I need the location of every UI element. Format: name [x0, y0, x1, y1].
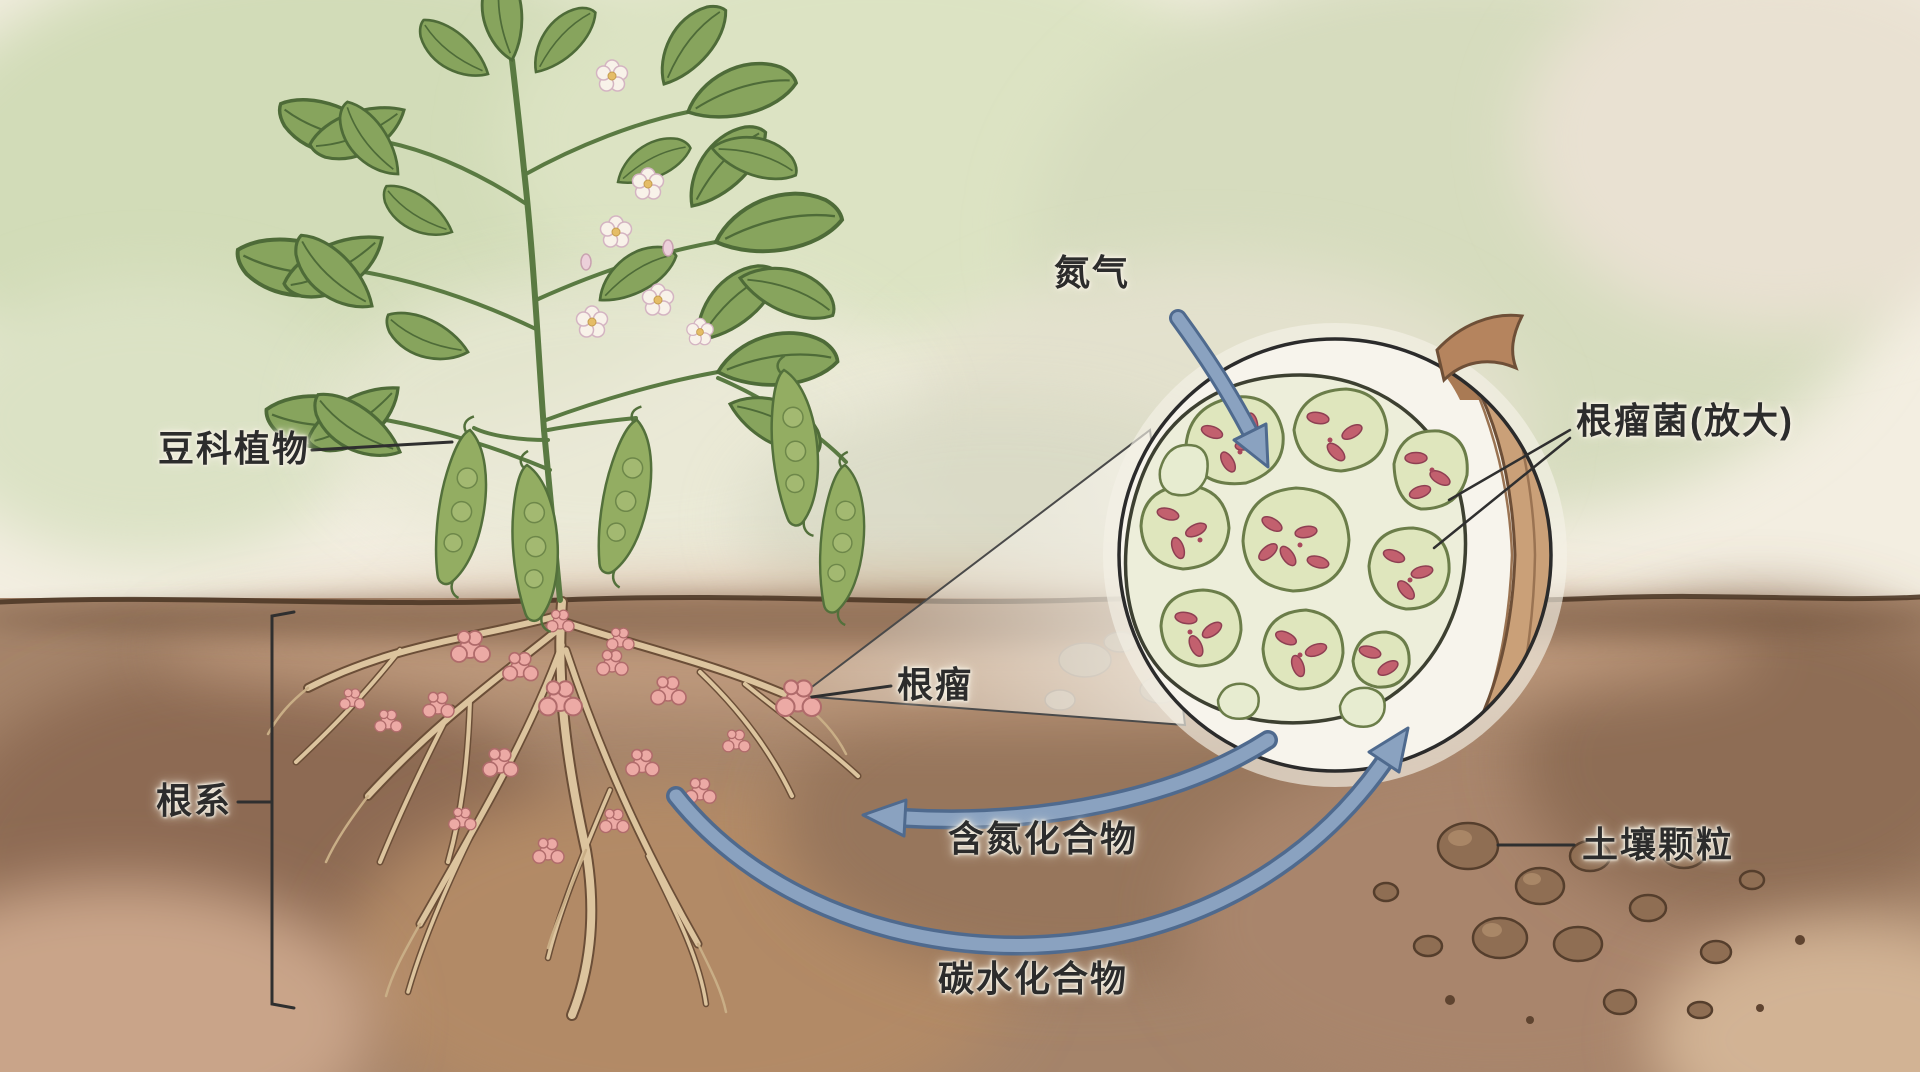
label-root-nodule: 根瘤	[897, 664, 974, 705]
rhizobia-bacteria	[1156, 411, 1451, 678]
plant-cells	[1123, 373, 1469, 728]
legume-plant-pointer-line	[310, 440, 454, 452]
nitrogen-compounds-arrow	[861, 730, 1278, 838]
label-carbohydrates: 碳水化合物	[938, 958, 1129, 999]
label-root-system: 根系	[156, 780, 233, 821]
nitrogen-gas-arrow	[1169, 309, 1270, 469]
rhizobia-pointer-line-1	[1447, 428, 1572, 502]
nodule-inset-circle	[1103, 313, 1567, 787]
root-system-illustration	[266, 596, 862, 1021]
label-nitrogen-gas: 氮气	[1054, 252, 1131, 293]
label-rhizobia-magnified: 根瘤菌(放大)	[1576, 400, 1794, 441]
label-soil-particles: 土壤颗粒	[1582, 824, 1735, 865]
root-entering-inset	[1435, 313, 1525, 383]
root-system-bracket	[270, 610, 296, 1010]
rhizobia-pointer-line-2	[1432, 436, 1572, 550]
label-nitrogen-compounds: 含氮化合物	[948, 818, 1139, 859]
root-nodule-pointer-line	[810, 684, 893, 699]
label-legume-plant: 豆科植物	[158, 428, 311, 469]
legume-plant-illustration	[232, 0, 871, 636]
carbohydrates-arrow	[666, 726, 1410, 956]
